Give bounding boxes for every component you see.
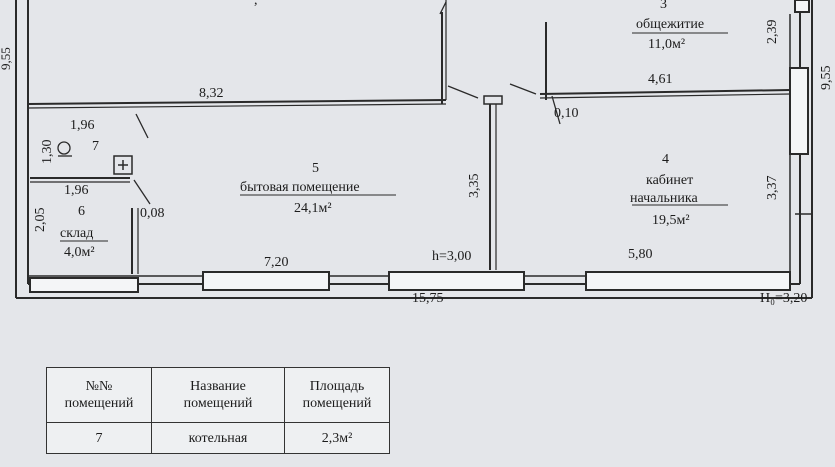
corridor-dim: 3,35 [467, 174, 482, 199]
room3-number: 3 [660, 0, 667, 12]
room4-depth: 3,37 [765, 176, 780, 201]
table-row: 7 котельная 2,3м² [46, 422, 390, 454]
header-name: Название помещений [151, 367, 285, 423]
room-legend-table: №№ помещений Название помещений Площадь … [46, 367, 390, 454]
window-bottom-1 [29, 277, 139, 293]
room5-number: 5 [312, 161, 319, 176]
room6-area: 4,0м² [64, 245, 95, 260]
room7-number: 7 [92, 139, 99, 154]
room4-area: 19,5м² [652, 213, 690, 228]
ceiling-height: h=3,00 [432, 249, 471, 264]
interior-walls [27, 0, 791, 274]
outer-walls [15, 0, 813, 299]
door-gap: 0,08 [140, 206, 165, 221]
room6-width: 1,96 [64, 183, 89, 198]
room5-area: 24,1м² [294, 201, 332, 216]
right-edge-dim: 9,55 [819, 66, 834, 91]
window-bottom-4 [585, 271, 791, 291]
room4-name-1: кабинет [646, 173, 693, 188]
room4-number: 4 [662, 152, 669, 167]
top-right-dim: 2,39 [765, 20, 780, 45]
bottom-dim-left: 7,20 [264, 255, 289, 270]
header-number: №№ помещений [46, 367, 152, 423]
window-right-top [794, 0, 810, 13]
boiler-icon [57, 141, 71, 155]
room6-number: 6 [78, 204, 85, 219]
legend-header-row: №№ помещений Название помещений Площадь … [46, 367, 390, 423]
total-height: H₀=3,20 [760, 291, 807, 306]
cell-number: 7 [46, 422, 152, 454]
room3-width: 4,61 [648, 72, 673, 87]
header-area: Площадь помещений [284, 367, 390, 423]
room6-name: склад [60, 226, 93, 241]
wall-thickness: 0,10 [554, 106, 579, 121]
bottom-dim-right: 5,80 [628, 247, 653, 262]
top-fragment: , [254, 0, 258, 8]
room7-height: 1,30 [40, 140, 55, 165]
room3-area: 11,0м² [648, 37, 685, 52]
door-swings [133, 1, 561, 205]
room4-name-2: начальника [630, 191, 698, 206]
cell-area: 2,3м² [284, 422, 390, 454]
window-bottom-3 [388, 271, 525, 291]
window-bottom-2 [202, 271, 330, 291]
room7-width: 1,96 [70, 118, 95, 133]
room3-name: общежитие [636, 17, 704, 32]
left-edge-dim: 9,55 [0, 47, 13, 70]
top-wall-length: 8,32 [199, 86, 224, 101]
total-length: 15,75 [412, 291, 444, 306]
room5-name: бытовая помещение [240, 180, 360, 195]
cell-name: котельная [151, 422, 285, 454]
room6-height: 2,05 [33, 208, 48, 233]
window-right [789, 67, 809, 155]
